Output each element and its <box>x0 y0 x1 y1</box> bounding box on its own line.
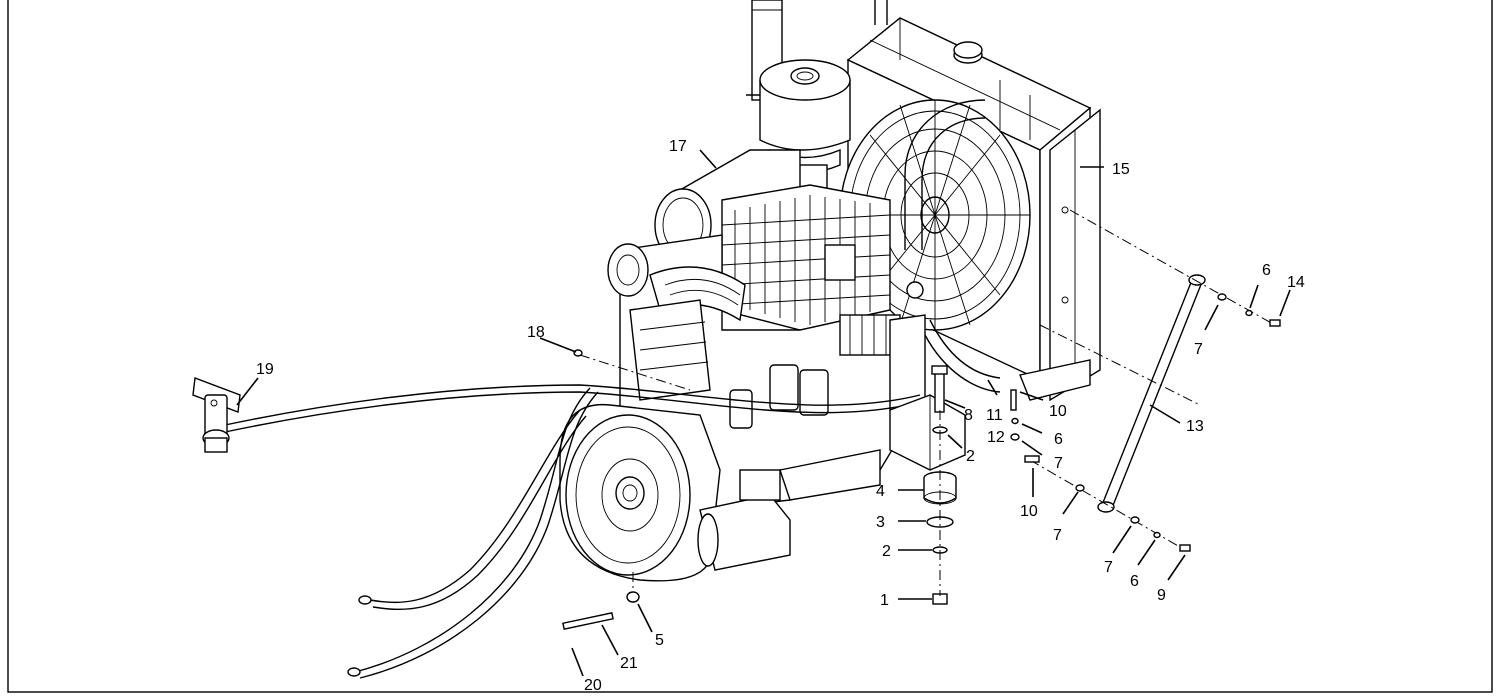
callout-15: 15 <box>1112 161 1130 178</box>
callout-21: 21 <box>620 655 638 672</box>
callout-7-lower: 7 <box>1053 527 1062 544</box>
callout-7-top: 7 <box>1194 341 1203 358</box>
stay-rod <box>1097 274 1206 513</box>
callout-leaders <box>236 149 1291 677</box>
callout-8: 8 <box>964 407 973 424</box>
page-border <box>7 0 1493 693</box>
wiring-harness <box>224 384 921 679</box>
hardware-parts <box>562 293 1281 630</box>
engine-mount-stack <box>889 365 966 605</box>
callout-19: 19 <box>256 361 274 378</box>
callout-2-lower: 2 <box>882 543 891 560</box>
callout-9: 9 <box>1157 587 1166 604</box>
callout-11: 11 <box>986 407 1003 424</box>
callout-17: 17 <box>669 138 687 155</box>
callout-3: 3 <box>876 514 885 531</box>
callout-18: 18 <box>527 324 545 341</box>
callout-12: 12 <box>987 429 1005 446</box>
callout-6-bottom: 6 <box>1130 573 1139 590</box>
callout-14: 14 <box>1287 274 1305 291</box>
callout-1: 1 <box>880 592 889 609</box>
callout-6-top: 6 <box>1262 262 1271 279</box>
flywheel-housing <box>559 403 791 582</box>
engine-top-cover <box>721 184 891 331</box>
callout-7-mid: 7 <box>1054 455 1063 472</box>
callout-labels: 1 2 2 3 4 5 6 6 6 7 7 7 7 8 9 10 10 11 1… <box>256 138 1305 694</box>
item-19-switch-bracket <box>192 377 241 453</box>
callout-4: 4 <box>876 483 885 500</box>
callout-7-bottom: 7 <box>1104 559 1113 576</box>
callout-10-top: 10 <box>1049 403 1067 420</box>
callout-6-mid: 6 <box>1054 431 1063 448</box>
callout-10-bottom: 10 <box>1020 503 1038 520</box>
callout-5: 5 <box>655 632 664 649</box>
callout-13: 13 <box>1186 418 1204 435</box>
callout-20: 20 <box>584 677 602 694</box>
callout-2-upper: 2 <box>966 448 975 465</box>
